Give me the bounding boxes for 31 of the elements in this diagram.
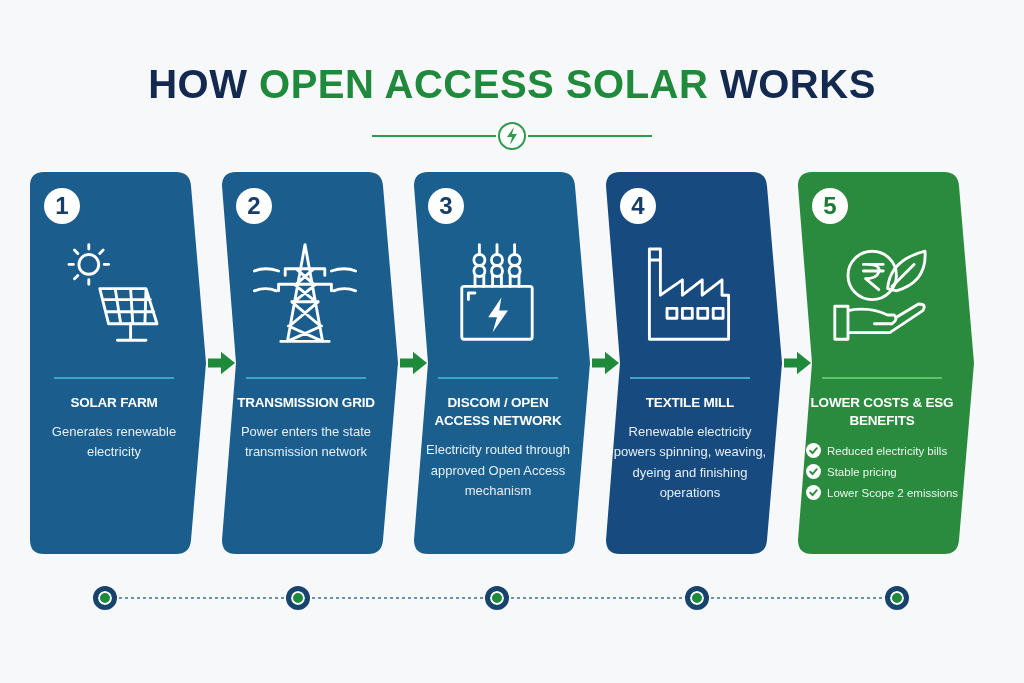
arrow bbox=[208, 351, 235, 375]
benefit-text: Stable pricing bbox=[827, 465, 897, 478]
benefit-text: Lower Scope 2 emissions bbox=[827, 486, 959, 499]
dashed-line bbox=[118, 597, 286, 599]
step-heading: SOLAR FARM bbox=[70, 394, 158, 412]
dashed-line bbox=[710, 597, 885, 599]
step-heading: TEXTILE MILL bbox=[645, 394, 735, 412]
title: HOW OPEN ACCESS SOLAR WORKS bbox=[147, 62, 877, 107]
arrow bbox=[784, 351, 811, 375]
step-description: Renewable electricity powers spinning, weaving, dyeing and finishing operations bbox=[612, 423, 768, 502]
arrow bbox=[592, 351, 619, 375]
arrow bbox=[400, 351, 427, 375]
step-panel bbox=[222, 172, 398, 554]
timeline-dot bbox=[485, 586, 509, 610]
step-heading: DISCOM / OPEN ACCESS NETWORK bbox=[433, 394, 563, 431]
step-description: Electricity routed through approved Open Access mechanism bbox=[425, 441, 571, 500]
step-description: Power enters the state transmission network bbox=[239, 423, 373, 462]
timeline-dot bbox=[93, 586, 117, 610]
step-panel bbox=[798, 172, 974, 554]
timeline-dot bbox=[286, 586, 310, 610]
dashed-line bbox=[311, 597, 485, 599]
timeline-dot bbox=[885, 586, 909, 610]
step-description: Generates renewable electricity bbox=[50, 423, 178, 462]
step-panel bbox=[414, 172, 590, 554]
step-heading: LOWER COSTS & ESG BENEFITS bbox=[809, 394, 955, 431]
step-heading: TRANSMISSION GRID bbox=[237, 394, 375, 412]
step-panel bbox=[30, 172, 206, 554]
timeline-dot bbox=[685, 586, 709, 610]
dashed-line bbox=[510, 597, 685, 599]
benefit-text: Reduced electricity bills bbox=[827, 444, 948, 457]
step-panel bbox=[606, 172, 782, 554]
